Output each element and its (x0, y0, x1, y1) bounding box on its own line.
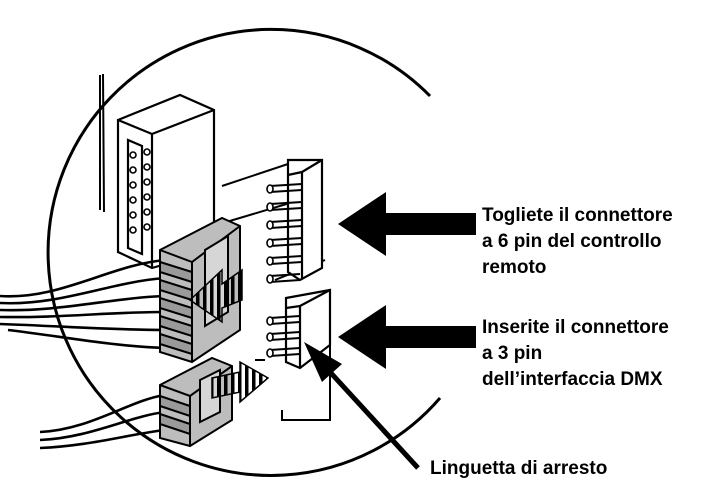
callout-locking-tab: Linguetta di arresto (430, 456, 607, 482)
six-pin-header (266, 158, 324, 284)
magnifier-circle (46, 27, 442, 477)
callout-line: Inserite il connettore (482, 317, 669, 338)
dashed-arrow-out (188, 268, 243, 324)
dmx-cable-wires (39, 393, 166, 450)
arrow-remove-icon (338, 192, 476, 256)
callout-remove-remote-connector: Togliete il connettore a 6 pin del contr… (482, 203, 673, 281)
callout-line: Linguetta di arresto (430, 458, 608, 479)
callout-line: remoto (482, 257, 547, 278)
callout-line: dell’interfaccia DMX (482, 369, 663, 390)
callout-line: a 3 pin (482, 343, 543, 364)
callout-line: a 6 pin del controllo (482, 231, 662, 252)
callout-line: Togliete il connettore (482, 205, 673, 226)
dashed-arrow-in (211, 360, 270, 404)
remote-cable-wires (0, 258, 166, 350)
arrow-insert-icon (338, 305, 476, 369)
callout-insert-dmx-connector: Inserite il connettore a 3 pin dell’inte… (482, 315, 669, 393)
three-pin-plug (159, 356, 233, 448)
arrow-locking-tab-icon (304, 342, 420, 470)
